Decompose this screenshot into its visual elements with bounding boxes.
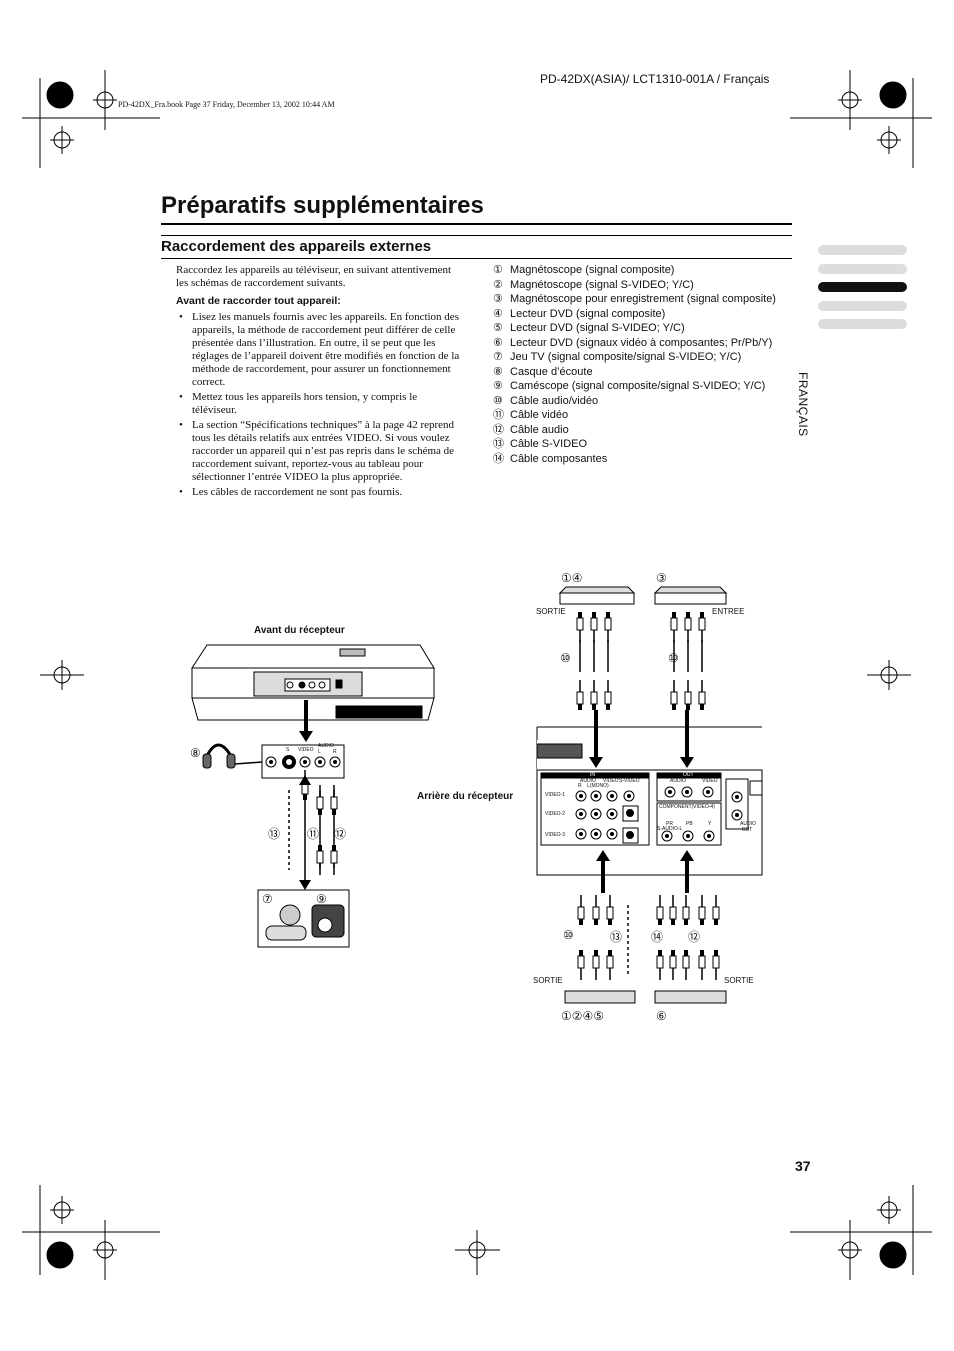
title-rule: [161, 223, 792, 225]
rear-video1: VIDEO-1: [545, 792, 566, 798]
tag-14: ⑭: [651, 930, 664, 944]
tag-1245: ①②④⑤: [561, 1009, 605, 1023]
page-number: 37: [795, 1158, 811, 1174]
section-rule: [161, 258, 792, 259]
tag-3: ③: [656, 571, 667, 585]
rear-component: COMPONENT(VIDEO-4): [659, 804, 715, 810]
side-tab: [818, 264, 907, 274]
rear-video2: VIDEO-2: [545, 811, 566, 817]
bullet-item: La section “Spécifications techniques” à…: [179, 419, 461, 484]
rear-out-video: VIDEO: [702, 778, 718, 784]
front-receiver-label: Avant du récepteur: [254, 625, 345, 636]
bullet-item: Mettez tous les appareils hors tension, …: [179, 391, 461, 417]
rear-pb: PB: [686, 821, 693, 827]
tag-12: ⑫: [688, 930, 701, 944]
headphones-illustration: [202, 743, 263, 769]
rear-panel: [536, 726, 763, 876]
rear-audio-out: AUDIO OUT: [740, 821, 756, 833]
front-panel-s: S: [286, 747, 290, 753]
front-panel-audio: AUDIO: [318, 743, 334, 749]
page-title: Préparatifs supplémentaires: [161, 192, 484, 219]
tag-11: ⑪: [307, 827, 320, 841]
front-receiver: [191, 644, 435, 721]
front-panel-video: VIDEO: [298, 747, 314, 753]
rear-in: IN: [590, 772, 595, 778]
tag-10: ⑩: [668, 651, 679, 665]
front-panel-r: R: [333, 749, 337, 755]
rear-r: R: [578, 783, 582, 789]
book-info: PD-42DX_Fra.book Page 37 Friday, Decembe…: [118, 100, 335, 109]
rear-svideo: S-VIDEO: [619, 778, 640, 784]
rear-out: OUT: [683, 772, 694, 778]
tag-8: ⑧: [190, 746, 201, 760]
rear-lmono: L(MONO): [587, 783, 609, 789]
out-label: SORTIE: [536, 607, 566, 616]
section-title: Raccordement des appareils externes: [161, 238, 432, 255]
tag-14: ①④: [561, 571, 583, 585]
tag-6: ⑥: [656, 1009, 667, 1023]
rear-jacks: [575, 786, 743, 844]
tag-13: ⑬: [268, 827, 281, 841]
tag-13: ⑬: [610, 930, 623, 944]
out-label: SORTIE: [533, 976, 563, 985]
rear-out-audio: AUDIO: [670, 778, 686, 784]
front-panel-l: L: [318, 749, 321, 755]
bullet-item: Lisez les manuels fournis avec les appar…: [179, 311, 461, 389]
side-tab: [818, 301, 907, 311]
bullet-item: Les câbles de raccordement ne sont pas f…: [179, 486, 461, 499]
intro-text: Raccordez les appareils au téléviseur, e…: [176, 264, 452, 289]
side-tab: [818, 245, 907, 255]
model-line: PD-42DX(ASIA)/ LCT1310-001A / Français: [540, 72, 770, 86]
rear-audio: AUDIO: [580, 778, 596, 784]
before-heading: Avant de raccorder tout appareil:: [176, 295, 341, 307]
intro-column: Raccordez les appareils au téléviseur, e…: [176, 264, 461, 501]
tag-10: ⑩: [563, 928, 574, 942]
tag-9: ⑨: [316, 892, 327, 906]
tag-12: ⑫: [334, 827, 347, 841]
side-tab: [818, 319, 907, 329]
out-label: SORTIE: [724, 976, 754, 985]
tag-10: ⑩: [560, 651, 571, 665]
side-tab-active: [818, 282, 907, 292]
rear-receiver-label: Arrière du récepteur: [417, 791, 514, 802]
rear-video: VIDEO: [603, 778, 619, 784]
rear-pr: PR: [666, 821, 673, 827]
rear-s-audio-l: S-AUDIO-L: [657, 826, 683, 832]
title-rule-thin: [161, 235, 792, 236]
rear-y: Y: [708, 821, 712, 827]
tag-7: ⑦: [262, 892, 273, 906]
in-label: ENTREE: [712, 607, 745, 616]
bullet-list: Lisez les manuels fournis avec les appar…: [176, 311, 461, 499]
rear-video3: VIDEO-3: [545, 832, 566, 838]
